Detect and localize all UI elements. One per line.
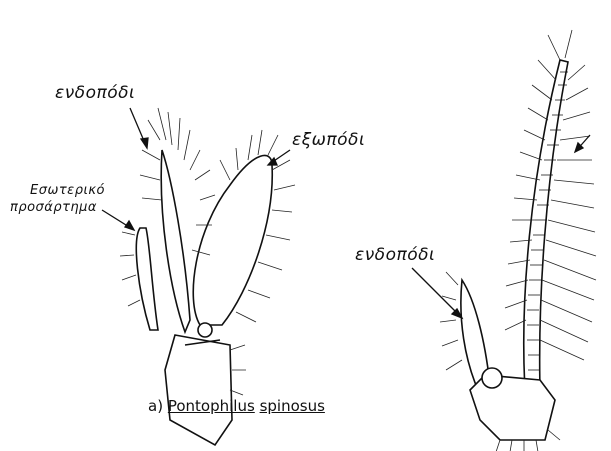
- right-arrows: [412, 135, 590, 318]
- label-right-endopod: ενδοπόδι: [355, 245, 435, 265]
- left-base: [165, 335, 232, 445]
- label-left-endopod: ενδοπόδι: [55, 83, 135, 103]
- right-appendage: [461, 60, 568, 440]
- figure-caption: a) Pontophilus spinosus: [148, 397, 325, 415]
- caption-genus: Pontophilus: [168, 397, 255, 415]
- caption-prefix: a): [148, 397, 163, 415]
- caption-species: spinosus: [260, 397, 325, 415]
- right-base: [470, 375, 555, 440]
- left-endopod-shape: [161, 150, 190, 332]
- label-appendage-line1: Εσωτερικό: [30, 183, 105, 198]
- left-appendix-interna: [136, 228, 158, 330]
- label-left-exopod: εξωπόδι: [292, 130, 365, 150]
- left-exopod-shape: [193, 155, 272, 325]
- label-appendage-line2: προσάρτημα: [10, 200, 97, 215]
